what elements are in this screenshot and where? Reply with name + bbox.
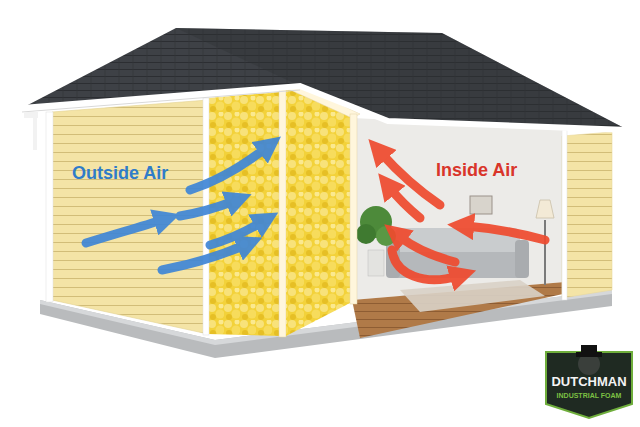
air-label: Outside Air (72, 164, 168, 184)
logo-badge (546, 345, 632, 418)
logo-wordmark: DUTCHMAN (551, 375, 626, 389)
air-label: Inside Air (436, 161, 517, 181)
logo-tagline: INDUSTRIAL FOAM (557, 392, 622, 400)
